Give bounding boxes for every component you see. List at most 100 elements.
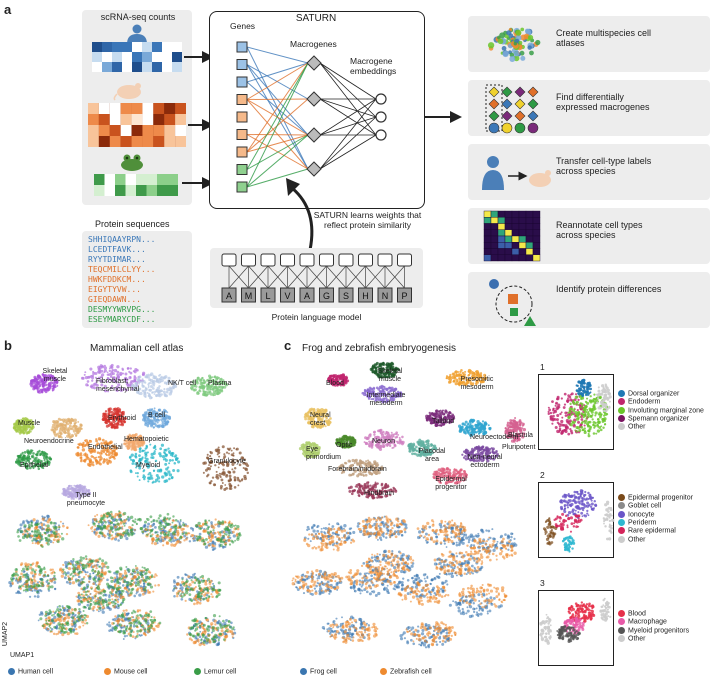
umap-point [74, 491, 77, 494]
umap-point [90, 384, 94, 388]
umap-point [92, 565, 95, 569]
umap-point [114, 523, 117, 526]
umap-point [151, 540, 154, 543]
umap-point [193, 581, 197, 585]
umap-point [110, 384, 114, 388]
umap-point [86, 441, 90, 446]
umap-point [95, 520, 98, 523]
heatmap-cell [532, 229, 541, 237]
umap-point [194, 524, 199, 528]
heatmap-cell [532, 248, 541, 255]
umap-point [179, 587, 182, 590]
umap-point [176, 539, 180, 543]
macrogene-embedding-edge [319, 62, 377, 118]
umap-point [117, 378, 120, 381]
umap-point [166, 411, 169, 414]
macrogene-dot [514, 122, 526, 134]
umap-point [159, 523, 163, 528]
umap-point [56, 432, 59, 436]
umap-point [70, 608, 74, 611]
umap-point [132, 581, 136, 584]
umap-point [76, 560, 80, 564]
sequence: TEQCMILCLYY... [88, 265, 156, 274]
heatmap-cell [497, 217, 506, 224]
umap-point [177, 592, 180, 595]
umap-point [83, 566, 86, 570]
umap-point [16, 429, 18, 432]
macrogene-embedding-edge [319, 116, 377, 136]
umap-point [133, 445, 136, 448]
umap-point [44, 516, 46, 519]
macrogene-dot [527, 122, 539, 134]
umap-point [104, 561, 108, 565]
umap-point [20, 562, 24, 566]
umap-point [173, 455, 176, 458]
umap-point [44, 610, 48, 614]
umap-point [129, 435, 133, 438]
umap-point [40, 450, 44, 455]
umap-point [80, 596, 83, 599]
umap-point [25, 432, 29, 435]
umap-point [163, 451, 166, 454]
umap-point [80, 424, 83, 427]
umap-point [103, 417, 107, 421]
umap-point [30, 384, 34, 388]
umap-point [135, 390, 140, 394]
macrogene-diamond [514, 110, 526, 122]
umap-point [151, 412, 155, 416]
umap-point [41, 517, 45, 521]
umap-point [25, 567, 29, 571]
umap-point [46, 627, 50, 631]
umap-point [106, 527, 109, 531]
umap-point [127, 568, 131, 572]
umap-point [134, 565, 137, 567]
umap-point [67, 612, 71, 616]
umap-point [109, 591, 112, 594]
umap-point [204, 636, 207, 640]
umap-point [197, 581, 201, 585]
umap-point [46, 376, 50, 380]
umap-point [25, 582, 29, 586]
umap-point [75, 430, 78, 433]
umap-point [145, 446, 148, 449]
umap-point [28, 595, 32, 598]
atlas-dot [509, 52, 515, 58]
heatmap-cell [483, 254, 492, 262]
umap-point [114, 535, 118, 539]
umap-point [168, 451, 171, 455]
umap-point [71, 611, 75, 615]
umap-point [57, 528, 61, 531]
umap-point [75, 627, 78, 631]
umap-point [153, 450, 156, 453]
umap-point [82, 577, 85, 580]
plm-edge [365, 265, 386, 289]
umap-point [157, 517, 161, 520]
umap-point [155, 519, 159, 523]
umap-point [103, 458, 106, 462]
plm-edge [326, 265, 347, 289]
umap-point [93, 589, 97, 593]
umap-point [144, 520, 148, 524]
umap-point [129, 634, 133, 638]
umap-point [106, 460, 109, 464]
umap-point [114, 512, 118, 517]
umap-point [165, 479, 169, 483]
umap-point [82, 609, 85, 613]
umap-point [216, 626, 220, 630]
umap-point [147, 373, 150, 377]
umap-point [119, 568, 123, 571]
umap-point [65, 565, 68, 568]
umap-point [124, 417, 127, 420]
legend-human: Human cell [8, 668, 53, 676]
umap-point [30, 534, 34, 538]
gene-node [236, 76, 248, 88]
umap-point [98, 565, 101, 568]
umap-point [67, 575, 70, 578]
umap-point [165, 522, 170, 526]
umap-point [71, 495, 75, 499]
cluster-label: Neuroendocrine [24, 438, 74, 445]
heatmap-cell [518, 235, 527, 243]
umap-point [64, 431, 67, 434]
umap-point [100, 523, 104, 527]
umap-point [206, 379, 209, 382]
